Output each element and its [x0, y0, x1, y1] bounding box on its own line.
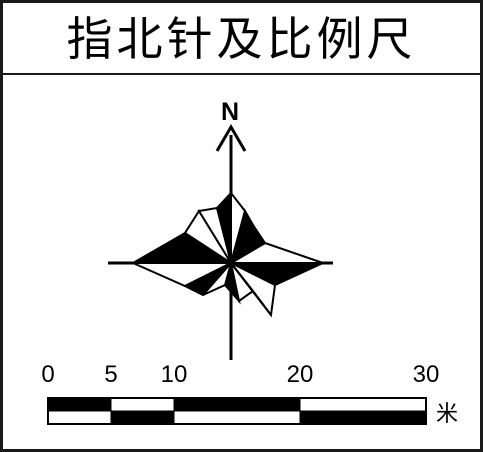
northwest-point-b — [197, 206, 232, 264]
scale-label-0: 0 — [41, 361, 55, 388]
scale-segment-bottom-3 — [299, 410, 427, 425]
scale-label-30: 30 — [412, 361, 440, 388]
scale-label-20: 20 — [286, 361, 314, 388]
scale-segment-top-0 — [47, 397, 112, 412]
scale-bar-segments — [47, 397, 427, 425]
legend-title: 指北针及比例尺 — [66, 12, 417, 66]
southwest-point-b — [202, 262, 232, 296]
scale-bar — [47, 397, 427, 425]
scale-segment-bottom-1 — [110, 410, 175, 425]
scale-segment-top-2 — [173, 397, 301, 412]
scale-segment-top-3 — [299, 397, 427, 412]
scale-segment-bottom-0 — [47, 410, 112, 425]
scale-segment-bottom-2 — [173, 410, 301, 425]
north-arrow-head — [215, 124, 247, 152]
scale-label-10: 10 — [160, 361, 188, 388]
scale-label-5: 5 — [104, 361, 118, 388]
compass-rose-icon: N — [108, 98, 333, 360]
southeast-point-b — [230, 262, 272, 316]
north-letter: N — [221, 98, 239, 126]
title-bar: 指北针及比例尺 — [3, 3, 480, 75]
scale-unit-label: 米 — [436, 402, 459, 427]
northeast-point-b — [228, 223, 267, 266]
scale-bar-outline — [47, 397, 427, 425]
scale-segment-top-1 — [110, 397, 175, 412]
